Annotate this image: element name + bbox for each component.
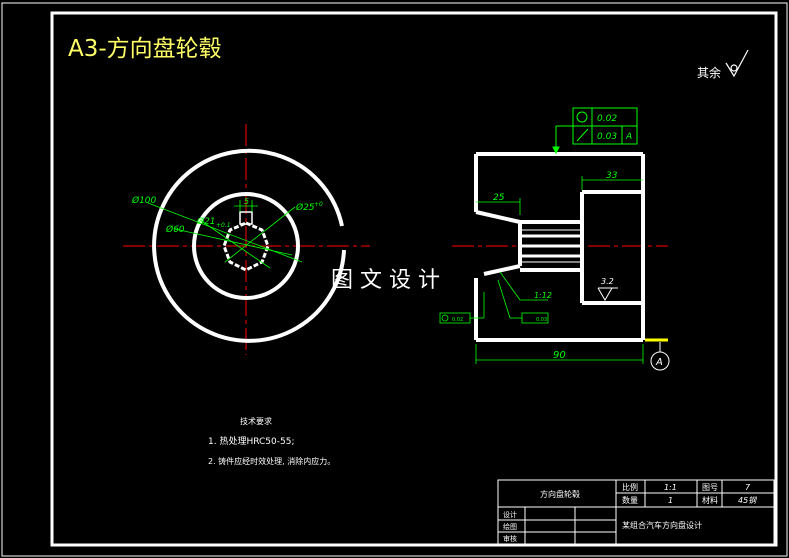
dim-d21: Ø21	[196, 216, 216, 227]
outer-circle	[152, 148, 346, 343]
dim-d100: Ø100	[131, 195, 157, 206]
roughness-note: 其余	[697, 65, 721, 80]
spline-hole	[222, 221, 270, 272]
keyway	[239, 211, 253, 225]
tb-qty-value: 1	[668, 496, 673, 505]
middle-circle	[192, 192, 300, 300]
drawing-title: A3-方向盘轮毂	[68, 36, 222, 62]
datum-circle-icon	[650, 351, 670, 371]
dim-roughness: 3.2	[601, 277, 614, 286]
dim-len25: 25	[493, 193, 505, 203]
tb-sheet-value: 7	[745, 483, 751, 492]
tolerance-datum: A	[625, 132, 632, 142]
tech-req-heading: 技术要求	[240, 416, 272, 426]
dim-d25: Ø25	[295, 202, 315, 213]
dim-d25-tol: +0	[314, 201, 323, 208]
dim-len90: 90	[553, 350, 566, 361]
small-frame-right-text: 0.03	[536, 317, 547, 323]
inner-border	[50, 11, 778, 547]
roughness-mark-icon	[597, 287, 618, 301]
dim-keyway: 5	[244, 197, 249, 206]
tolerance-row2: 0.03	[597, 132, 617, 142]
roughness-symbol-icon	[725, 49, 749, 78]
tb-material-value: 45钢	[738, 496, 757, 505]
tb-project: 某组合汽车方向盘设计	[622, 520, 702, 530]
tb-scale-label: 比例	[622, 482, 638, 492]
tb-scale-value: 1:1	[664, 483, 677, 492]
title-block	[497, 479, 775, 545]
tb-review-label: 审核	[503, 534, 517, 543]
tb-draw-label: 绘图	[503, 522, 517, 531]
dim-len33: 33	[606, 171, 618, 181]
dim-taper: 1:12	[534, 291, 552, 300]
small-frame-left-text: 0.02	[452, 317, 463, 323]
tech-req-item2: 2. 铸件应经时效处理, 消除内应力。	[208, 456, 335, 466]
tb-material-label: 材料	[702, 495, 718, 505]
dim-d21-tol: +0.1	[216, 222, 231, 229]
dim-d60: Ø60	[165, 224, 185, 235]
datum-label: A	[655, 357, 663, 368]
tb-sheet-label: 图号	[702, 483, 718, 492]
tolerance-frame	[552, 107, 638, 155]
tb-design-label: 设计	[503, 510, 517, 519]
front-view: Ø100 Ø60 Ø21 +0.1 Ø25 +0 5	[123, 124, 370, 355]
watermark: 图 文 设 计	[331, 268, 440, 293]
tb-qty-label: 数量	[622, 495, 638, 505]
tolerance-row1: 0.02	[597, 114, 617, 124]
tech-req-item1: 1. 热处理HRC50-55;	[208, 435, 295, 447]
tb-part-name: 方向盘轮毂	[540, 489, 580, 499]
section-view: 25 33 90 1:12 3.2 0.02 0.03	[439, 107, 670, 371]
